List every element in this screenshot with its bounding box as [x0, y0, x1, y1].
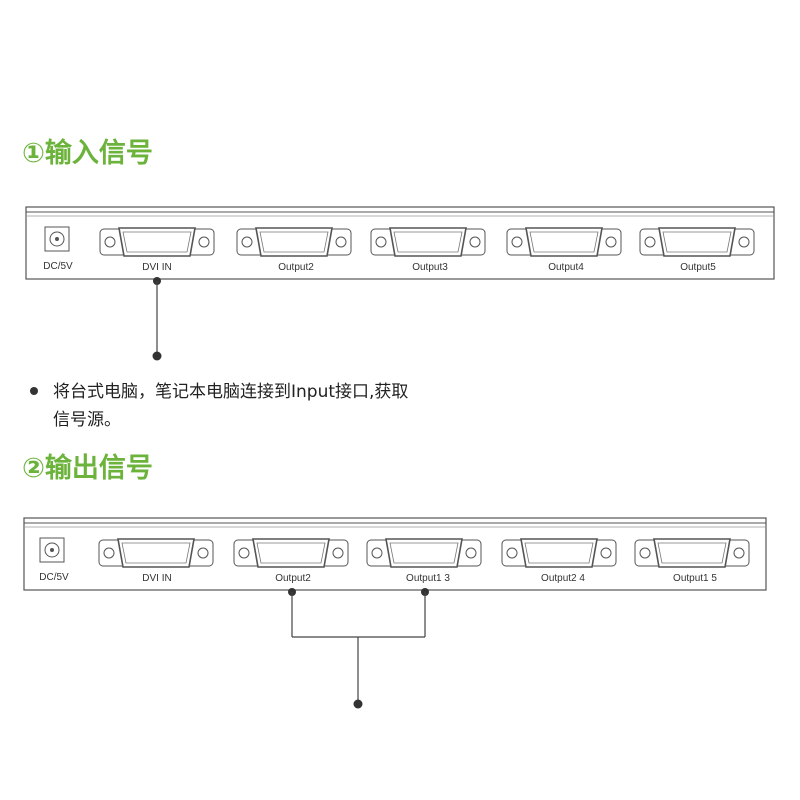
label-output4: Output4	[548, 262, 584, 273]
description-line-1: 将台式电脑，笔记本电脑连接到Input接口,获取	[53, 382, 409, 402]
output2-port	[236, 227, 352, 257]
output3-port	[366, 538, 482, 568]
output2-port	[233, 538, 349, 568]
label-output3: Output3	[412, 262, 448, 273]
output-connector-bracket	[288, 588, 429, 709]
dvi-in-port	[99, 227, 215, 257]
description-text: 将台式电脑，笔记本电脑连接到Input接口,获取 信号源。	[53, 378, 513, 434]
label-output5: Output5	[680, 262, 716, 273]
label-output1-3: Output1 3	[406, 573, 450, 584]
output5-port	[639, 227, 755, 257]
output4-port	[506, 227, 622, 257]
label-dvi-in: DVI IN	[142, 573, 172, 584]
label-output2: Output2	[275, 573, 311, 584]
section-input-title: ①输入信号	[22, 138, 153, 169]
output5-port	[634, 538, 750, 568]
label-output2: Output2	[278, 262, 314, 273]
input-connector-line	[152, 277, 162, 361]
label-output1-5: Output1 5	[673, 573, 717, 584]
label-dc5v: DC/5V	[39, 572, 69, 583]
output4-port	[501, 538, 617, 568]
bullet-dot	[30, 387, 38, 395]
label-output2-4: Output2 4	[541, 573, 585, 584]
label-dvi-in: DVI IN	[142, 262, 172, 273]
description-line-2: 信号源。	[53, 410, 121, 430]
dc-power-jack	[44, 226, 70, 252]
output3-port	[370, 227, 486, 257]
dvi-in-port	[98, 538, 214, 568]
label-dc5v: DC/5V	[43, 261, 73, 272]
section-output-title: ②输出信号	[22, 453, 153, 484]
dc-power-jack	[39, 537, 65, 563]
